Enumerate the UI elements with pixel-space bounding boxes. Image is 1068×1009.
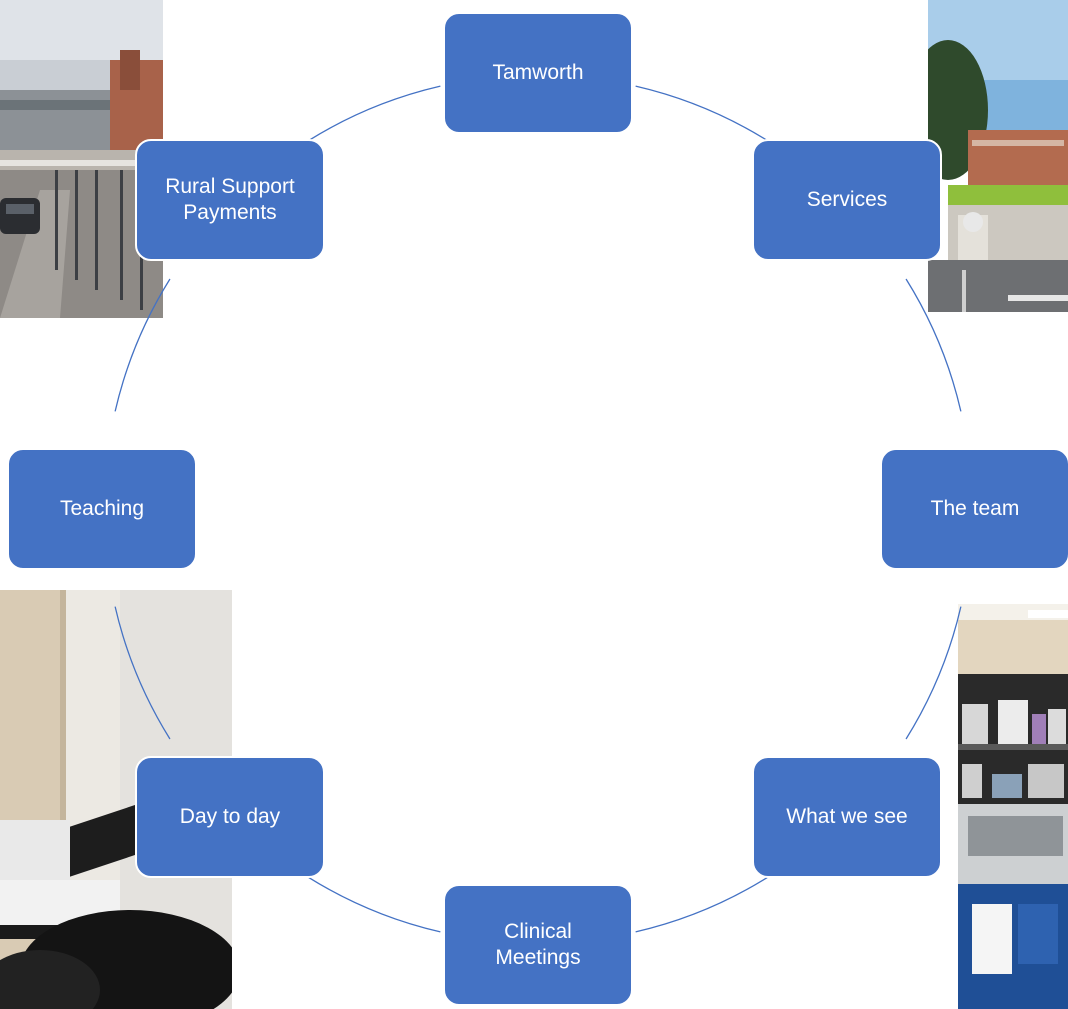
- connector-arc: [905, 606, 962, 740]
- node-teaching[interactable]: Teaching: [7, 448, 197, 570]
- node-day-to-day-label: Day to day: [179, 804, 281, 828]
- node-day-to-day[interactable]: Day to day: [135, 756, 325, 878]
- connector-arc: [307, 85, 441, 142]
- node-teaching-label: Teaching: [59, 496, 145, 520]
- node-tamworth[interactable]: Tamworth: [443, 12, 633, 134]
- node-clinical-meetings[interactable]: Clinical Meetings: [443, 884, 633, 1006]
- node-services-label: Services: [806, 187, 888, 211]
- node-what-we-see[interactable]: What we see: [752, 756, 942, 878]
- laboratory-photo: [958, 604, 1068, 1009]
- node-rural-support-payments[interactable]: Rural Support Payments: [135, 139, 325, 261]
- node-services[interactable]: Services: [752, 139, 942, 261]
- node-tamworth-label: Tamworth: [492, 60, 584, 84]
- connector-arc: [114, 278, 171, 412]
- connector-arc: [635, 85, 769, 142]
- node-rural-support-payments-label: Rural Support Payments: [165, 174, 295, 224]
- connector-arc: [307, 876, 441, 933]
- node-the-team-label: The team: [930, 496, 1020, 520]
- connector-arc: [635, 876, 769, 933]
- node-the-team[interactable]: The team: [880, 448, 1068, 570]
- connector-arc: [905, 278, 962, 412]
- node-clinical-meetings-label: Clinical Meetings: [495, 919, 581, 969]
- node-what-we-see-label: What we see: [786, 804, 908, 828]
- connector-arc: [114, 606, 171, 740]
- hospital-entrance-photo: [928, 0, 1068, 312]
